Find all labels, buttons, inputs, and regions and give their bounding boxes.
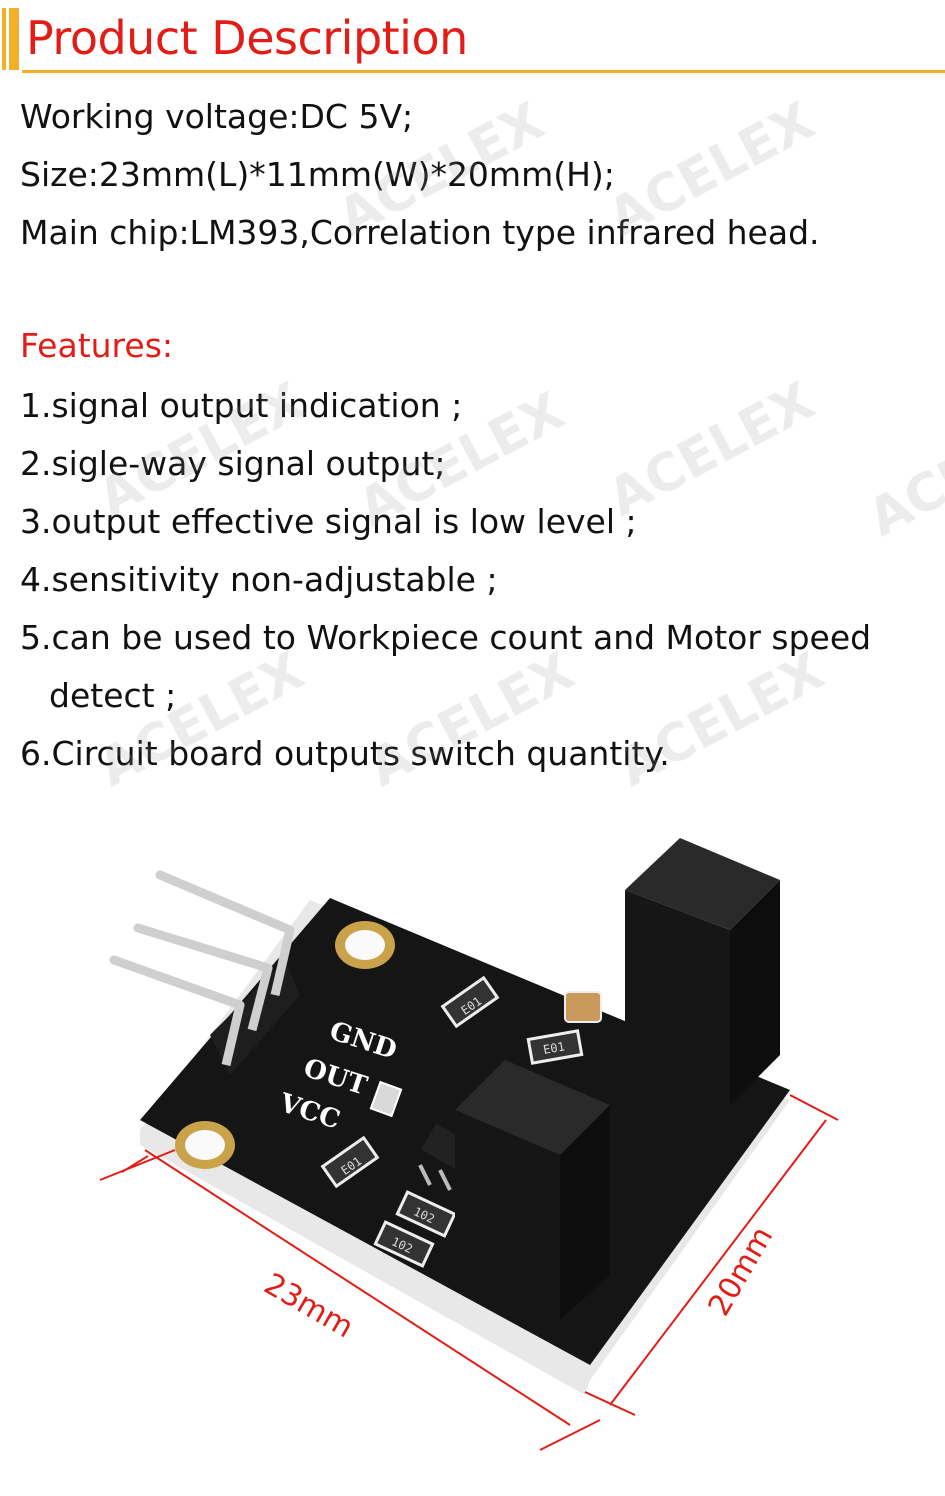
resistor-code: E01 xyxy=(542,1039,566,1057)
feature-item: 6.Circuit board outputs switch quantity. xyxy=(20,734,670,773)
product-photo: GND OUT VCC E01 E01 E01 102 102 xyxy=(99,838,839,1451)
feature-item: 4.sensitivity non-adjustable ; xyxy=(20,560,498,599)
header-accent-bar xyxy=(2,8,6,70)
header-underline xyxy=(22,70,945,73)
spec-chip: Main chip:LM393,Correlation type infrare… xyxy=(20,213,820,252)
feature-item: 2.sigle-way signal output; xyxy=(20,444,446,483)
spec-voltage: Working voltage:DC 5V; xyxy=(20,97,414,136)
dimension-23mm xyxy=(99,1149,601,1451)
dimension-20mm xyxy=(584,1094,839,1416)
smd-components: E01 E01 E01 102 102 xyxy=(320,975,602,1268)
slot-optocoupler xyxy=(455,838,780,1320)
spec-list: Working voltage:DC 5V; Size:23mm(L)*11mm… xyxy=(20,88,820,262)
header-accent-bar xyxy=(9,8,19,70)
status-led xyxy=(369,1080,403,1118)
features-heading: Features: xyxy=(20,326,174,365)
feature-item: 1.signal output indication ; xyxy=(20,386,463,425)
section-header: Product Description xyxy=(0,0,945,76)
page-title: Product Description xyxy=(26,11,468,65)
spec-size: Size:23mm(L)*11mm(W)*20mm(H); xyxy=(20,155,615,194)
features-list: 1.signal output indication ; 2.sigle-way… xyxy=(20,377,935,783)
feature-item: 5.can be used to Workpiece count and Mot… xyxy=(20,618,872,657)
feature-item-continuation: detect ; xyxy=(49,676,177,715)
feature-item: 3.output effective signal is low level ; xyxy=(20,502,637,541)
dim-height-label: 20mm xyxy=(702,1221,781,1322)
header-pins xyxy=(109,870,300,1075)
